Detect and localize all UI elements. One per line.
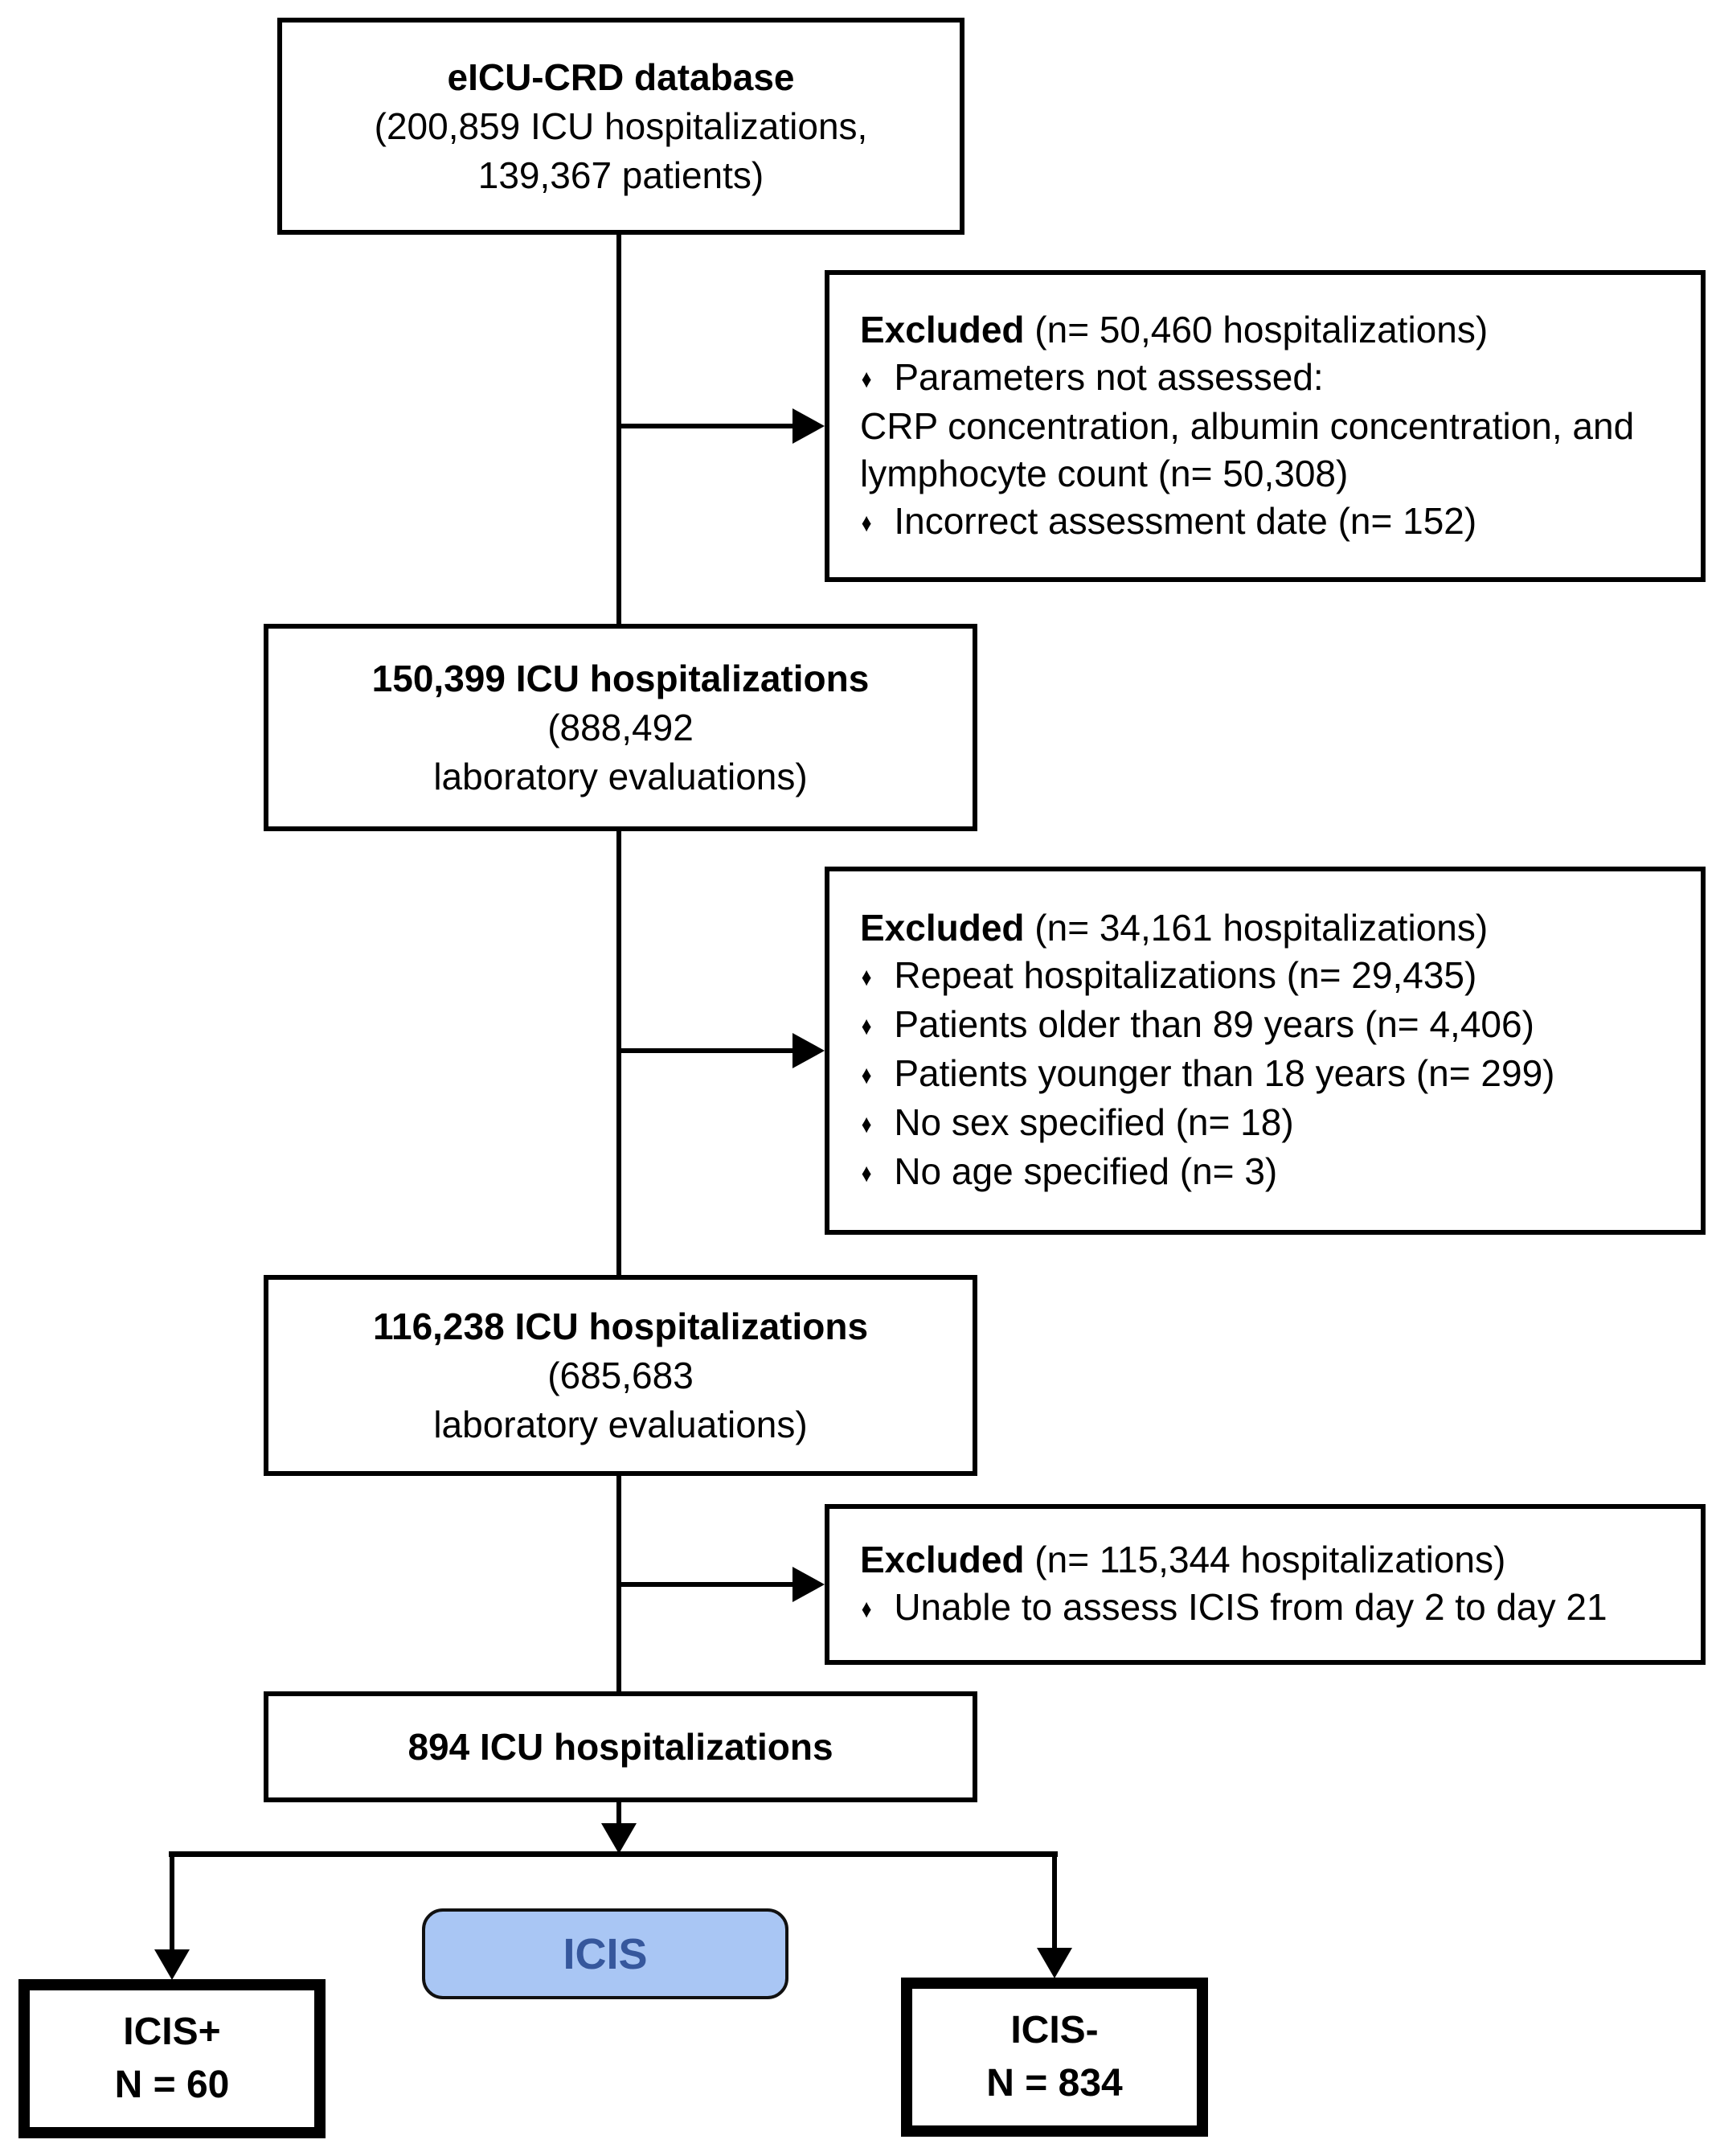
database-box-line2: (200,859 ICU hospitalizations, — [374, 105, 868, 147]
branch-vline-left — [170, 1851, 174, 1951]
excluded-2-item-text: No sex specified (n= 18) — [894, 1101, 1294, 1143]
excluded-1-item-text: CRP concentration, albumin concentration… — [860, 404, 1635, 494]
hosp-894-box: 894 ICU hospitalizations — [264, 1691, 977, 1802]
excluded-1-item-text: Parameters not assessed: — [894, 355, 1324, 398]
excluded-box-2: Excluded (n= 34,161 hospitalizations) ♦ R… — [825, 867, 1706, 1235]
excluded-3-header-rest: (n= 115,344 hospitalizations) — [1024, 1539, 1506, 1580]
database-box: eICU-CRD database (200,859 ICU hospitali… — [277, 18, 964, 235]
arrowhead-right-icon — [792, 1033, 825, 1068]
database-box-title: eICU-CRD database — [447, 55, 795, 98]
excluded-1-item: CRP concentration, albumin concentration… — [860, 403, 1670, 498]
excluded-1-item: ♦ Incorrect assessment date (n= 152) — [860, 498, 1670, 547]
excluded-2-header-bold: Excluded — [860, 907, 1025, 949]
excluded-2-item: ♦ Repeat hospitalizations (n= 29,435) — [860, 952, 1670, 1001]
excluded-box-3: Excluded (n= 115,344 hospitalizations) ♦… — [825, 1504, 1706, 1665]
excluded-1-header-rest: (n= 50,460 hospitalizations) — [1024, 308, 1489, 350]
excluded-2-item: ♦ No sex specified (n= 18) — [860, 1099, 1670, 1148]
hosp-150399-line3: laboratory evaluations) — [433, 755, 808, 797]
hosp-150399-box: 150,399 ICU hospitalizations (888,492 la… — [264, 624, 977, 831]
icis-positive-box: ICIS+ N = 60 — [18, 1979, 326, 2138]
database-box-line3: 139,367 patients) — [477, 154, 764, 196]
excluded-2-item-text: No age specified (n= 3) — [894, 1150, 1278, 1192]
arrowhead-down-icon — [154, 1949, 190, 1980]
arrowhead-right-icon — [792, 408, 825, 444]
hosp-894-title: 894 ICU hospitalizations — [407, 1725, 833, 1768]
excluded-1-item-text: Incorrect assessment date (n= 152) — [894, 499, 1477, 542]
connector-harrow-2 — [619, 1048, 794, 1053]
hosp-116238-title: 116,238 ICU hospitalizations — [372, 1305, 869, 1347]
hosp-116238-box: 116,238 ICU hospitalizations (685,683 la… — [264, 1275, 977, 1476]
excluded-1-header-bold: Excluded — [860, 308, 1025, 350]
icis-negative-line1: ICIS- — [1010, 2009, 1099, 2051]
excluded-2-item: ♦ Patients younger than 18 years (n= 299) — [860, 1050, 1670, 1099]
icis-pill: ICIS — [422, 1908, 788, 1999]
excluded-3-item: ♦ Unable to assess ICIS from day 2 to day… — [860, 1584, 1670, 1633]
diamond-bullet-icon: ♦ — [861, 1060, 872, 1089]
diamond-bullet-icon: ♦ — [861, 1158, 872, 1187]
hosp-116238-line3: laboratory evaluations) — [433, 1403, 808, 1445]
excluded-1-item: ♦ Parameters not assessed: — [860, 354, 1670, 403]
diamond-bullet-icon: ♦ — [861, 507, 872, 537]
excluded-2-item: ♦ Patients older than 89 years (n= 4,406) — [860, 1001, 1670, 1050]
diamond-bullet-icon: ♦ — [861, 962, 872, 991]
arrowhead-right-icon — [792, 1567, 825, 1602]
connector-vline-4 — [616, 1801, 621, 1826]
excluded-3-header: Excluded (n= 115,344 hospitalizations) — [860, 1536, 1670, 1584]
hosp-116238-line2: (685,683 — [547, 1354, 694, 1396]
excluded-2-header: Excluded (n= 34,161 hospitalizations) — [860, 904, 1670, 952]
excluded-3-item-text: Unable to assess ICIS from day 2 to day … — [894, 1586, 1607, 1628]
hosp-150399-title: 150,399 ICU hospitalizations — [371, 657, 870, 699]
excluded-3-header-bold: Excluded — [860, 1539, 1025, 1580]
branch-hline — [169, 1851, 1058, 1857]
diamond-bullet-icon: ♦ — [861, 1109, 872, 1138]
arrowhead-down-icon — [601, 1823, 637, 1854]
hosp-150399-line2: (888,492 — [547, 706, 694, 748]
diamond-bullet-icon: ♦ — [861, 1011, 872, 1040]
branch-vline-right — [1052, 1851, 1057, 1949]
icis-pill-label: ICIS — [563, 1929, 648, 1978]
excluded-2-item-text: Patients older than 89 years (n= 4,406) — [894, 1003, 1534, 1045]
connector-harrow-1 — [619, 424, 794, 428]
icis-negative-box: ICIS- N = 834 — [901, 1978, 1208, 2137]
icis-negative-line2: N = 834 — [986, 2062, 1123, 2105]
excluded-2-item-text: Patients younger than 18 years (n= 299) — [894, 1052, 1555, 1094]
diamond-bullet-icon: ♦ — [861, 363, 872, 393]
excluded-2-item-text: Repeat hospitalizations (n= 29,435) — [894, 954, 1477, 996]
icis-positive-line1: ICIS+ — [123, 2010, 221, 2053]
icis-positive-line2: N = 60 — [114, 2064, 230, 2106]
excluded-2-header-rest: (n= 34,161 hospitalizations) — [1024, 907, 1489, 949]
connector-vline-1 — [616, 233, 621, 625]
arrowhead-down-icon — [1037, 1948, 1072, 1978]
excluded-1-header: Excluded (n= 50,460 hospitalizations) — [860, 306, 1670, 354]
connector-harrow-3 — [619, 1582, 794, 1587]
excluded-box-1: Excluded (n= 50,460 hospitalizations) ♦ P… — [825, 270, 1706, 582]
connector-vline-2 — [616, 830, 621, 1277]
excluded-2-item: ♦ No age specified (n= 3) — [860, 1148, 1670, 1197]
diamond-bullet-icon: ♦ — [861, 1594, 872, 1623]
